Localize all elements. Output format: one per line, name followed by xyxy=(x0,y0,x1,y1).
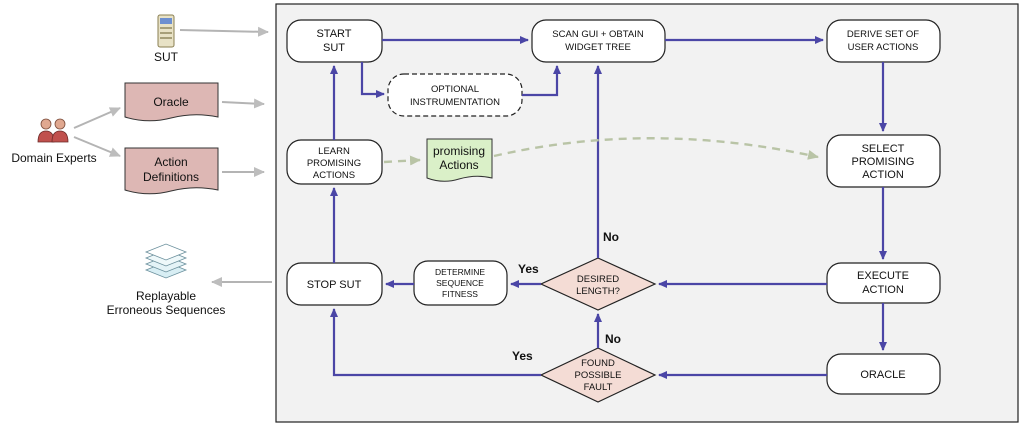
optional-instrumentation-node xyxy=(387,73,523,117)
arrow-fault-to-stop xyxy=(330,308,541,377)
found-fault-label-1: FOUND xyxy=(581,358,615,369)
action-definitions-document: Action Definitions xyxy=(124,147,219,195)
stop-sut-label: STOP SUT xyxy=(307,279,362,291)
yes-label-upper: Yes xyxy=(518,262,539,276)
derive-actions-node xyxy=(826,19,941,63)
arrow-promising-doc-to-select xyxy=(493,137,819,160)
arrow-learn-to-promising-doc xyxy=(383,155,421,166)
learn-promising-label-3: ACTIONS xyxy=(313,170,355,181)
derive-actions-label-2: USER ACTIONS xyxy=(848,42,919,53)
start-sut-node xyxy=(286,19,383,63)
found-fault-label-3: FAULT xyxy=(584,382,613,393)
start-sut-label-2: SUT xyxy=(323,42,345,54)
scan-gui-label-2: WIDGET TREE xyxy=(565,42,631,53)
learn-promising-label-2: PROMISING xyxy=(307,158,361,169)
no-label-upper: No xyxy=(603,230,619,244)
domain-experts-label: Domain Experts xyxy=(11,151,96,165)
found-fault-decision xyxy=(539,347,657,403)
sequence-stack-icon xyxy=(144,243,188,279)
action-definitions-label-2: Definitions xyxy=(143,170,199,184)
execute-action-label-2: ACTION xyxy=(862,284,904,296)
execute-action-label-1: EXECUTE xyxy=(857,270,909,282)
optional-instrumentation-label-2: INSTRUMENTATION xyxy=(410,97,500,108)
select-promising-label-3: ACTION xyxy=(862,169,904,181)
sut-label: SUT xyxy=(154,50,179,64)
yes-label-lower: Yes xyxy=(512,349,533,363)
replayable-label-2: Erroneous Sequences xyxy=(107,303,226,317)
promising-actions-label-1: promising xyxy=(433,144,485,158)
learn-promising-label-1: LEARN xyxy=(318,146,350,157)
select-promising-label-1: SELECT xyxy=(862,143,905,155)
arrow-instrumentation-to-scan xyxy=(522,65,561,97)
scan-gui-label-1: SCAN GUI + OBTAIN xyxy=(552,29,644,40)
domain-experts-icon xyxy=(37,118,69,143)
execute-action-node xyxy=(826,262,941,304)
replayable-label-1: Replayable xyxy=(136,289,196,303)
desired-length-label-1: DESIRED xyxy=(577,274,619,285)
scan-gui-node xyxy=(531,19,666,63)
oracle-document: Oracle xyxy=(124,82,219,122)
select-promising-label-2: PROMISING xyxy=(852,156,915,168)
desired-length-label-2: LENGTH? xyxy=(576,286,620,297)
determine-fitness-label-1: DETERMINE xyxy=(435,267,485,277)
optional-instrumentation-label-1: OPTIONAL xyxy=(431,84,479,95)
arrow-start-to-instrumentation xyxy=(360,62,385,98)
desired-length-decision xyxy=(539,257,657,311)
oracle-step-label: ORACLE xyxy=(860,369,905,381)
oracle-doc-label: Oracle xyxy=(153,95,189,109)
found-fault-label-2: POSSIBLE xyxy=(575,370,622,381)
no-label-lower: No xyxy=(605,332,621,346)
promising-actions-document: promising Actions xyxy=(426,138,493,182)
start-sut-label-1: START xyxy=(316,28,351,40)
server-icon xyxy=(157,14,175,48)
process-panel xyxy=(275,3,1019,423)
determine-fitness-label-3: FITNESS xyxy=(442,289,478,299)
derive-actions-label-1: DERIVE SET OF xyxy=(847,29,919,40)
action-definitions-label-1: Action xyxy=(154,155,187,169)
promising-actions-label-2: Actions xyxy=(439,158,478,172)
determine-fitness-label-2: SEQUENCE xyxy=(436,278,484,288)
